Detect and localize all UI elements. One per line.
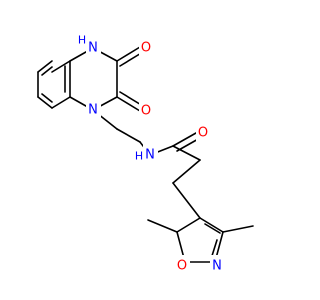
- o-amide-atom: O: [196, 122, 211, 143]
- atom-symbol: O: [141, 41, 151, 56]
- bond: [37, 60, 53, 73]
- n-h-atom: N H: [78, 34, 101, 58]
- n-amide-atom: N H: [135, 144, 158, 165]
- atom-symbol: O: [198, 126, 208, 141]
- bond: [172, 182, 201, 219]
- o-upper-atom: O: [139, 37, 154, 58]
- bond: [176, 217, 201, 233]
- bond: [116, 46, 141, 62]
- atom-symbol: O: [141, 104, 151, 119]
- bond: [37, 96, 53, 109]
- label-bg: [139, 37, 154, 58]
- bond: [41, 66, 53, 76]
- label-bg: [139, 100, 154, 121]
- atom-hydrogen: H: [78, 34, 86, 47]
- label-bg: [175, 255, 190, 276]
- o-isoxazole-atom: O: [175, 255, 190, 276]
- bond: [204, 223, 221, 234]
- bond: [172, 159, 201, 184]
- atom-hydrogen: H: [135, 150, 143, 163]
- bond: [199, 217, 224, 233]
- label-bg: [86, 37, 101, 58]
- bond: [172, 145, 201, 161]
- bond: [172, 132, 197, 147]
- atom-symbol: O: [177, 259, 187, 274]
- atom-symbol: N: [145, 148, 155, 163]
- label-bg: [210, 255, 225, 276]
- bond: [51, 60, 71, 73]
- label-bg: [86, 99, 101, 120]
- bond: [116, 96, 141, 112]
- atom-labels: N H O O N N H O O: [78, 34, 225, 276]
- label-bg: [196, 122, 211, 143]
- atom-symbol: N: [212, 259, 222, 274]
- n-isoxazole-atom: N: [210, 255, 225, 276]
- bond: [147, 219, 178, 233]
- bond: [51, 96, 71, 109]
- atom-symbol: N: [88, 103, 98, 118]
- n-ring-atom: N: [86, 99, 101, 120]
- bond: [41, 93, 53, 103]
- label-bg: [143, 144, 158, 165]
- molecule-structure: N H O O N N H O O: [37, 33, 254, 276]
- bond: [116, 128, 141, 143]
- atom-symbol: N: [88, 41, 98, 56]
- bond: [222, 225, 254, 233]
- o-lower-atom: O: [139, 100, 154, 121]
